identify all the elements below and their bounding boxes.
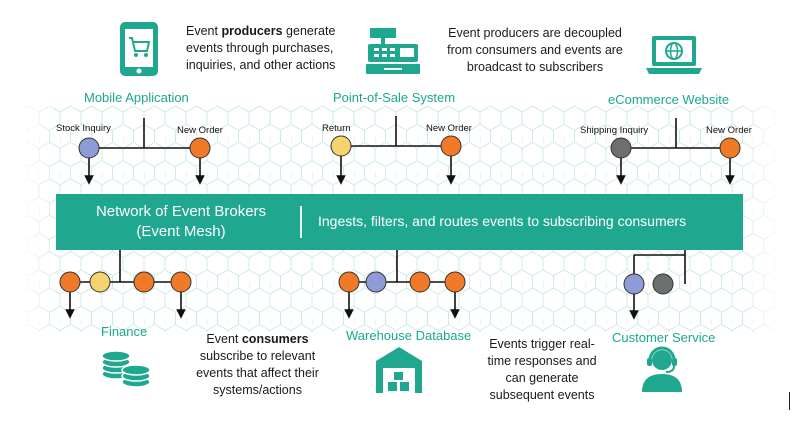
event-circle-orange <box>59 271 81 293</box>
event-label-return: Return <box>322 123 351 134</box>
laptop-globe-icon <box>646 36 702 74</box>
event-circle-orange <box>133 271 155 293</box>
consumer-title-warehouse-database: Warehouse Database <box>346 328 472 343</box>
slide-edge-mark <box>789 392 790 410</box>
producer-title-mobile-application: Mobile Application <box>84 90 189 105</box>
event-circle-yellow <box>330 135 352 157</box>
mobile-cart-icon <box>120 22 158 76</box>
cash-register-icon <box>366 28 420 74</box>
event-circle-orange <box>338 271 360 293</box>
broker-title: Network of Event Brokers (Event Mesh) <box>56 194 306 250</box>
event-circle-blue <box>623 273 645 295</box>
event-broker-bar: Network of Event Brokers (Event Mesh) In… <box>56 194 743 250</box>
producer-title-ecommerce-website: eCommerce Website <box>608 92 730 107</box>
event-circle-blue <box>365 271 387 293</box>
decoupled-note: Event producers are decoupled from consu… <box>447 26 623 74</box>
producers-note: Event producers generate events through … <box>186 24 336 72</box>
event-circle-orange <box>444 271 466 293</box>
event-label-new-order: New Order <box>706 125 752 136</box>
broker-divider <box>300 206 302 238</box>
coins-icon <box>101 350 151 388</box>
consumer-title-customer-service: Customer Service <box>612 330 716 345</box>
event-label-stock-inquiry: Stock Inquiry <box>56 123 111 134</box>
event-circle-orange <box>409 271 431 293</box>
event-circle-gray <box>652 273 674 295</box>
consumer-title-finance: Finance <box>101 324 148 339</box>
event-circle-orange <box>440 135 462 157</box>
event-label-shipping-inquiry: Shipping Inquiry <box>580 125 649 136</box>
broker-title-line2: (Event Mesh) <box>136 223 226 240</box>
trigger-note: Events trigger real-time responses and c… <box>487 337 597 402</box>
consumers-note-bold: consumers <box>241 332 309 346</box>
event-label-new-order: New Order <box>177 125 223 136</box>
event-circle-orange <box>170 271 192 293</box>
event-circle-yellow <box>89 271 111 293</box>
consumers-note: Event consumers subscribe to relevant ev… <box>196 332 319 397</box>
producers-note-bold: producers <box>221 24 283 38</box>
headset-agent-icon <box>642 346 682 392</box>
event-circle-orange <box>189 137 211 159</box>
event-circle-gray <box>610 137 632 159</box>
producer-title-point-of-sale: Point-of-Sale System <box>333 90 456 105</box>
broker-title-line1: Network of Event Brokers <box>95 203 267 220</box>
event-circle-orange <box>719 137 741 159</box>
event-label-new-order: New Order <box>426 123 472 134</box>
broker-description: Ingests, filters, and routes events to s… <box>318 213 687 229</box>
warehouse-icon <box>376 347 422 393</box>
event-circle-blue <box>78 137 100 159</box>
